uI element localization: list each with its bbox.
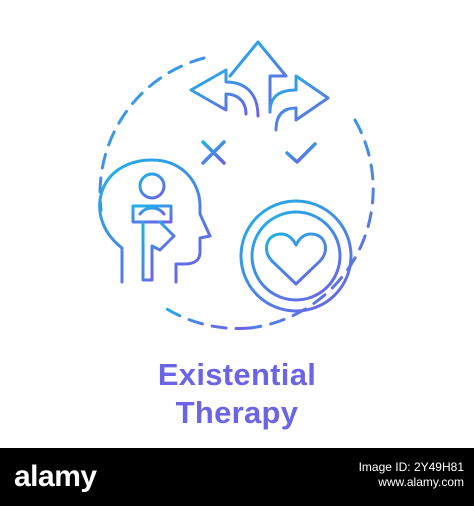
watermark-footer: alamy Image ID: 2Y49H81 www.alamy.com bbox=[0, 448, 474, 506]
cross-mark-icon bbox=[201, 140, 226, 165]
caption-title-line1: Existential bbox=[157, 357, 317, 392]
check-mark-icon bbox=[285, 142, 317, 164]
alamy-url: www.alamy.com bbox=[378, 475, 464, 489]
dashed-circle-icon bbox=[98, 56, 375, 330]
heart-target-icon bbox=[231, 191, 361, 321]
three-way-arrows-icon bbox=[189, 40, 330, 172]
existential-therapy-illustration bbox=[98, 40, 375, 330]
alamy-logo: alamy bbox=[14, 460, 97, 493]
head-with-yoga-pose-icon bbox=[98, 158, 212, 284]
image-id-label: Image ID: 2Y49H81 bbox=[358, 460, 464, 474]
caption-title-line2: Therapy bbox=[175, 395, 299, 430]
image-info: Image ID: 2Y49H81 www.alamy.com bbox=[359, 460, 464, 490]
